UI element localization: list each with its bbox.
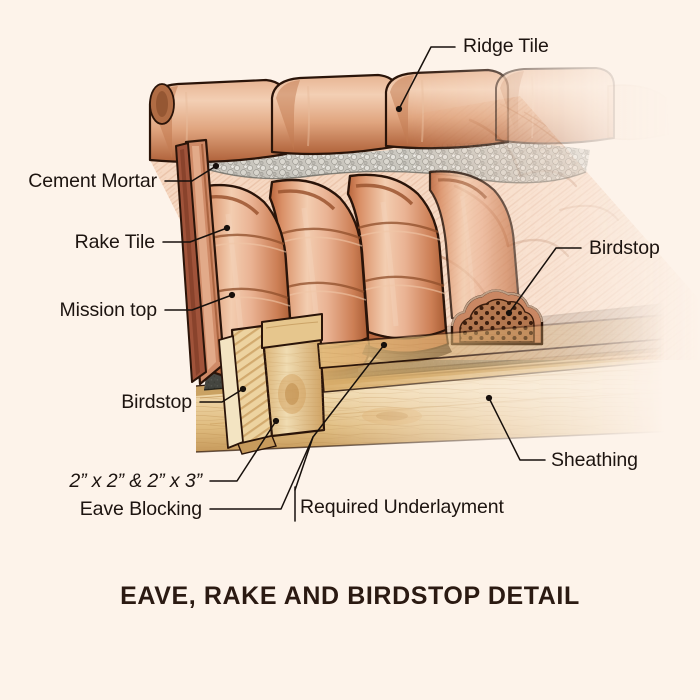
label-mission-top: Mission top [59, 299, 157, 321]
leader-underlayment-stem-endpoint [380, 341, 388, 349]
leader-birdstop-left [199, 388, 244, 403]
leader-birdstop-right [508, 247, 582, 314]
leader-rake-tile [162, 227, 228, 243]
soffit-edge [237, 435, 277, 455]
leader-ridge-tile [398, 46, 456, 110]
label-rake-tile: Rake Tile [75, 231, 155, 253]
leader-lines [162, 46, 582, 522]
leader-ridge-tile-endpoint [395, 105, 403, 113]
leader-cement-mortar [164, 165, 217, 182]
leader-birdstop-right-endpoint [505, 309, 513, 317]
ridge-tile-part [148, 67, 669, 164]
leader-sheathing-endpoint [485, 394, 493, 402]
label-required-underlayment: Required Underlayment [300, 496, 505, 518]
label-sheathing: Sheathing [551, 449, 638, 471]
leader-eave-blocking-2 [209, 436, 314, 510]
leader-birdstop-left-endpoint [239, 385, 247, 393]
label-cement-mortar: Cement Mortar [28, 170, 157, 192]
leader-eave-blocking [209, 420, 277, 482]
cement-mortar-part [171, 138, 590, 184]
leader-underlayment-stem [294, 344, 385, 491]
rake-tile-part [175, 138, 226, 386]
label-ridge-tile: Ridge Tile [463, 35, 549, 57]
label-birdstop-left: Birdstop [121, 391, 192, 413]
leader-mission-top [164, 294, 233, 311]
roof-assembly [148, 67, 700, 455]
mission-tile-part [192, 170, 522, 373]
label-dimension-blocking: 2” x 2” & 2” x 3” [68, 470, 203, 492]
leader-sheathing [488, 397, 546, 461]
figure-caption: EAVE, RAKE AND BIRDSTOP DETAIL [120, 582, 580, 610]
label-eave-blocking: Eave Blocking [80, 498, 202, 520]
leader-cement-mortar-endpoint [212, 162, 220, 170]
leader-rake-tile-endpoint [223, 224, 231, 232]
leader-mission-top-endpoint [228, 291, 236, 299]
label-birdstop-right: Birdstop [589, 237, 660, 259]
leader-eave-blocking-endpoint [272, 417, 280, 425]
